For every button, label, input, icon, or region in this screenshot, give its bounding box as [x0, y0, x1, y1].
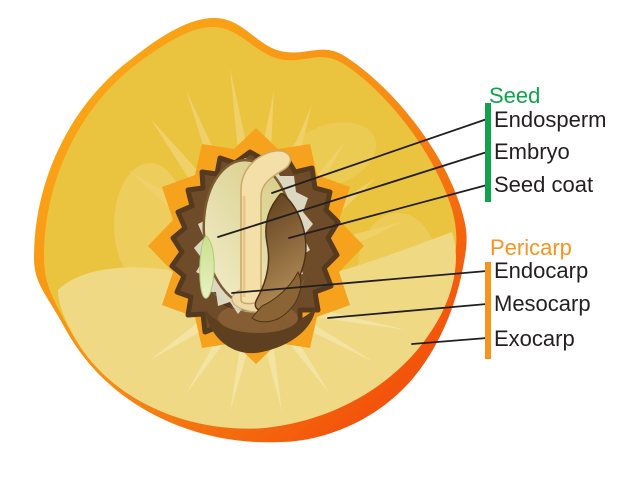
seed-group-title: Seed [489, 83, 541, 108]
exocarp-pointer-line [411, 337, 488, 345]
embryo-pointer-line [217, 151, 488, 238]
pericarp-group-bar [485, 262, 491, 359]
pointer-lines [217, 118, 488, 345]
seed-coat-lower-fold [251, 270, 302, 323]
pit-bottom-shade [205, 308, 316, 354]
mesocarp-label: Mesocarp [494, 291, 591, 316]
exocarp-label: Exocarp [494, 326, 575, 351]
embryo-label: Embryo [494, 139, 570, 164]
embryo-green-sliver [199, 235, 215, 299]
endosperm-pointer-line [271, 118, 488, 194]
pericarp-group-title: Pericarp [490, 235, 572, 260]
mesocarp-pointer-line [327, 303, 488, 319]
endocarp-label: Endocarp [494, 258, 589, 283]
endocarp-pointer-line [231, 270, 488, 294]
seed-coat-label: Seed coat [494, 172, 594, 197]
seed-coat-pointer-line [288, 184, 488, 239]
seed-group-bar [485, 103, 491, 202]
endosperm-label: Endosperm [494, 107, 607, 132]
